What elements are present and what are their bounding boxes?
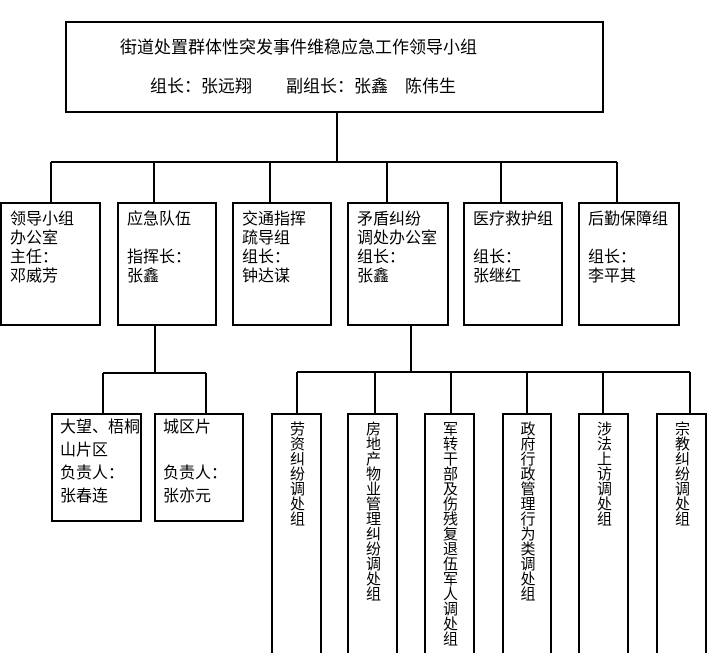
box-dispute-mediation-office: 矛盾纠纷 调处办公室 组长： 张鑫 (347, 202, 449, 326)
leaders-line: 组长：张远翔 副组长：张鑫 陈伟生 (150, 77, 456, 96)
org-chart-title: 街道处置群体性突发事件维稳应急工作领导小组 (120, 38, 477, 57)
box-traffic-command-group: 交通指挥 疏导组 组长： 钟达谋 (232, 202, 332, 326)
religious-dispute-mediation-label: 宗教纠纷调处组 (673, 421, 690, 526)
government-administration-mediation-label: 政府行政管理行为类调处组 (518, 421, 536, 601)
box-logistics-support-group: 后勤保障组 组长： 李平其 (578, 202, 680, 326)
box-urban-area: 城区片 负责人： 张亦元 (154, 413, 244, 522)
military-veterans-mediation-label: 军转干部及伤残复退伍军人调处组 (441, 421, 458, 646)
box-leading-group-office: 领导小组 办公室 主任： 邓威芳 (0, 202, 101, 326)
title-box: 街道处置群体性突发事件维稳应急工作领导小组 组长：张远翔 副组长：张鑫 陈伟生 (65, 21, 604, 113)
box-labor-dispute-mediation: 劳资纠纷调处组 (271, 413, 322, 653)
box-religious-dispute-mediation: 宗教纠纷调处组 (656, 413, 707, 653)
box-government-administration-mediation: 政府行政管理行为类调处组 (502, 413, 552, 653)
labor-dispute-mediation-label: 劳资纠纷调处组 (288, 421, 305, 526)
box-real-estate-property-mediation: 房地产物业管理纠纷调处组 (347, 413, 398, 653)
real-estate-property-mediation-label: 房地产物业管理纠纷调处组 (364, 421, 381, 601)
box-emergency-team: 应急队伍 指挥长： 张鑫 (117, 202, 217, 326)
box-medical-rescue-group: 医疗救护组 组长： 张继红 (463, 202, 563, 326)
box-military-veterans-mediation: 军转干部及伤残复退伍军人调处组 (424, 413, 475, 653)
legal-petition-mediation-label: 涉法上访调处组 (595, 421, 612, 526)
box-legal-petition-mediation: 涉法上访调处组 (578, 413, 629, 653)
box-dawang-wutongshan-area: 大望、梧桐 山片区 负责人： 张春连 (51, 413, 142, 522)
